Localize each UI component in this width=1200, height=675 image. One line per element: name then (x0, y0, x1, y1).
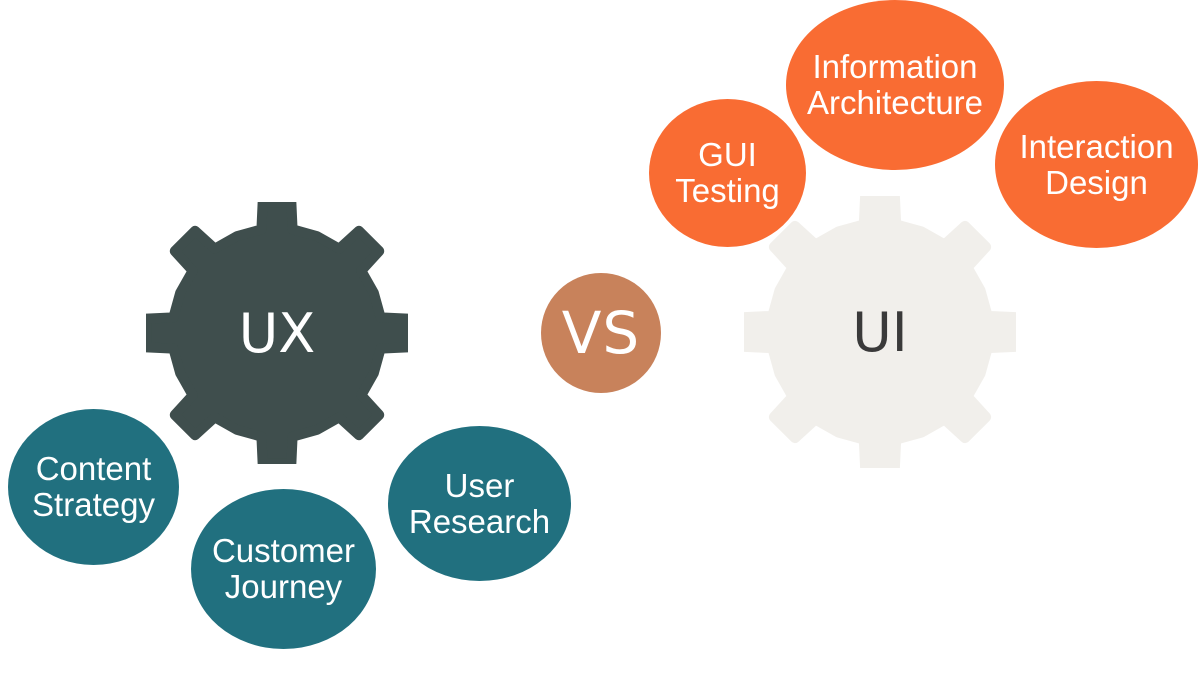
ui-gear: UI (744, 196, 1016, 468)
ux-bubble-label: Content Strategy (32, 450, 155, 523)
ux-bubble-label: User Research (408, 466, 551, 540)
vs-label: VS (561, 299, 641, 367)
ux-bubble-customer-journey: Customer Journey (191, 489, 376, 649)
ui-bubble-label: Interaction Design (1019, 127, 1174, 201)
ui-bubble-interaction-design: Interaction Design (995, 81, 1198, 248)
ux-bubble-label: Customer Journey (211, 532, 356, 605)
ui-bubble-label: Information Architecture (806, 48, 984, 121)
ux-gear-icon (146, 202, 408, 464)
ui-gear-icon (744, 196, 1016, 468)
ui-bubble-information-architecture: Information Architecture (786, 0, 1004, 170)
ui-gear-label: UI (852, 300, 908, 364)
ux-bubble-user-research: User Research (388, 426, 571, 581)
ui-bubble-gui-testing: GUI Testing (649, 99, 806, 247)
ux-bubble-content-strategy: Content Strategy (8, 409, 179, 565)
vs-circle: VS (541, 273, 661, 393)
ux-gear-label: UX (238, 301, 316, 365)
ui-bubble-label: GUI Testing (675, 136, 780, 209)
ux-gear: UX (146, 202, 408, 464)
